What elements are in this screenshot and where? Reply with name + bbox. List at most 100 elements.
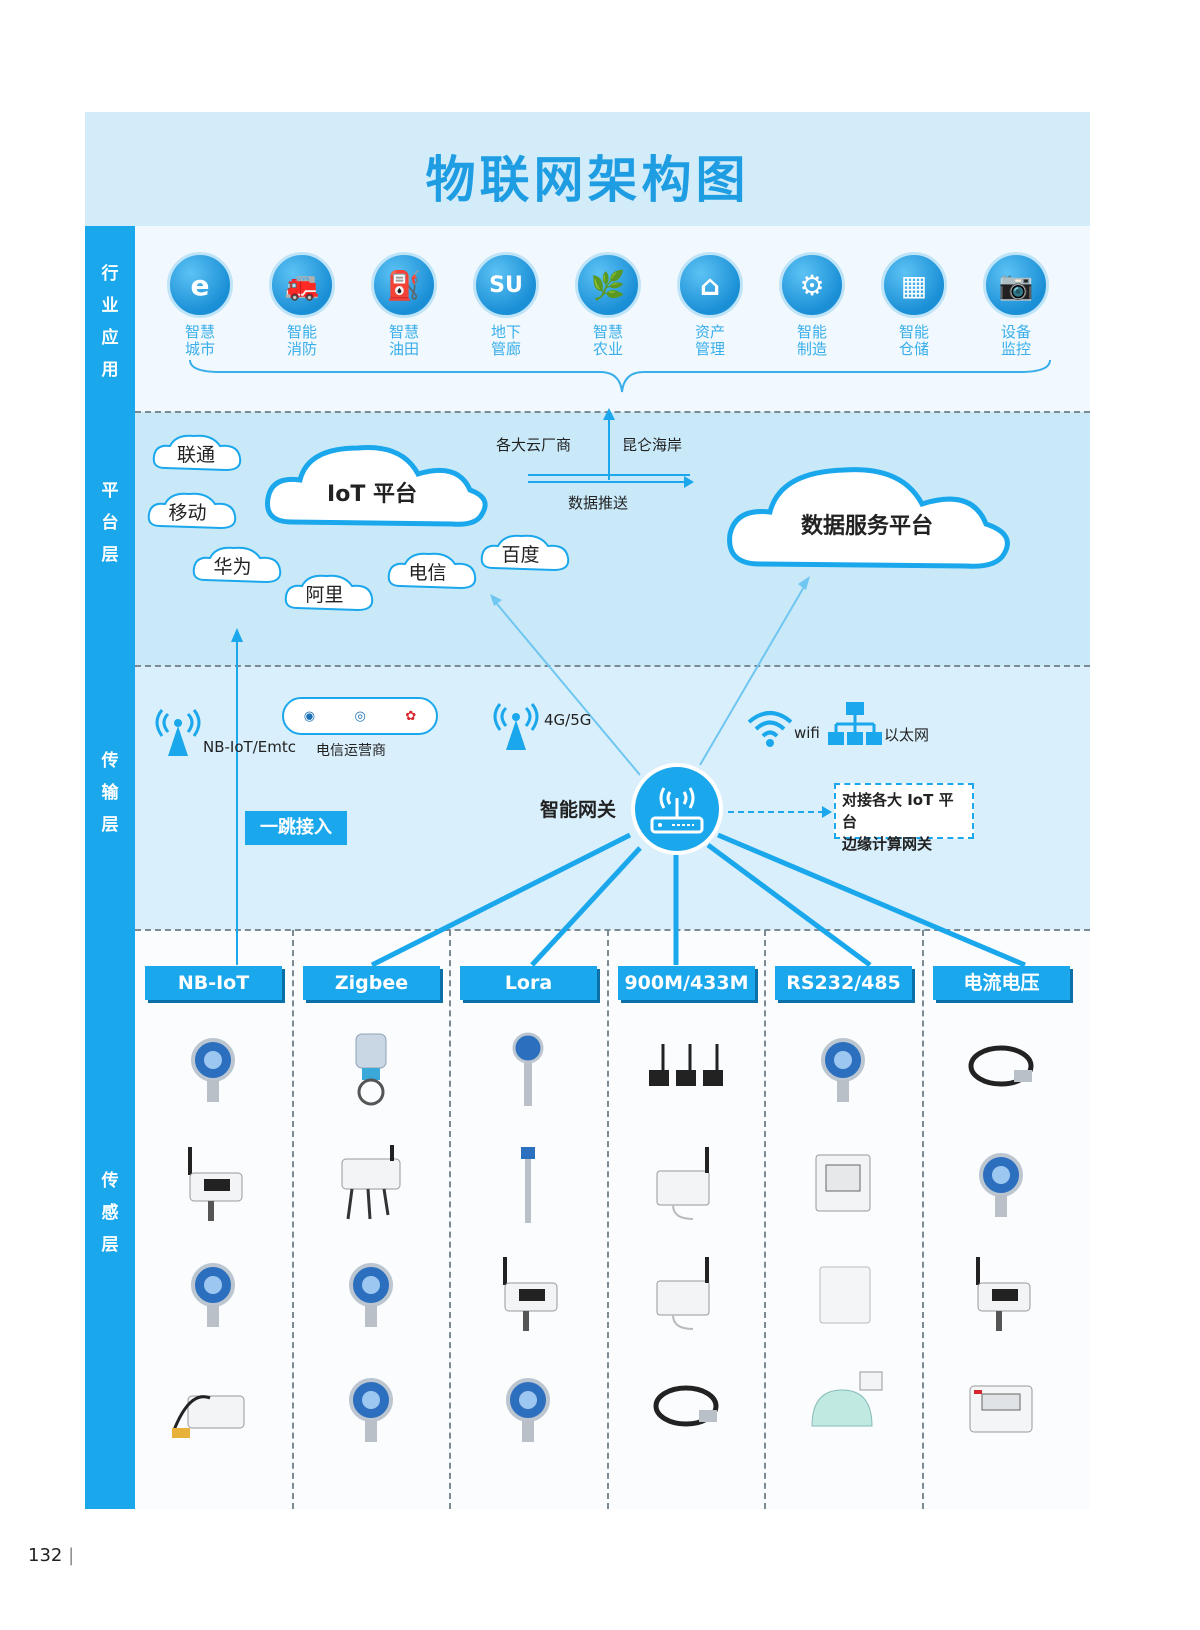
city-e-icon: e	[167, 252, 233, 318]
carrier-logos: ◉ ◎ ✿	[282, 697, 438, 735]
data-push-text: 数据推送	[568, 494, 629, 512]
camera-icon: 📷	[983, 252, 1049, 318]
sensor-device-pressure-tall	[485, 1030, 571, 1108]
sensor-device-box	[170, 1370, 256, 1448]
sensor-device-dome	[800, 1370, 886, 1448]
carrier-ali: 阿里	[305, 584, 344, 606]
china-unicom-logo-icon: ✿	[405, 708, 417, 724]
oil-derrick-icon: ⛽	[371, 252, 437, 318]
app-label-line1: 智能	[898, 323, 929, 341]
protocol-label-1: Zigbee	[303, 966, 440, 1000]
sensor-device-trio	[643, 1030, 729, 1108]
col-divider-3	[607, 930, 609, 1509]
sensor-device-pressure	[958, 1145, 1044, 1223]
data-service-label: 数据服务平台	[800, 514, 933, 539]
app-label-line1: 智能	[796, 323, 827, 341]
sensor-device-pressure	[485, 1370, 571, 1448]
sensing-section	[135, 930, 1090, 1509]
sensor-device-box-antenna	[643, 1145, 729, 1223]
app-item-6: ⚙ 智能制造	[767, 252, 857, 358]
edge-line2: 边缘计算网关	[842, 835, 933, 853]
ethernet-icon	[828, 702, 882, 745]
sensor-device-pressure	[800, 1030, 886, 1108]
cloud-data-service	[727, 467, 1010, 569]
app-item-7: ▦智能仓储	[869, 252, 959, 358]
col-divider-1	[292, 930, 294, 1509]
sensor-device-cable	[643, 1370, 729, 1448]
col-divider-4	[764, 930, 766, 1509]
diagram-title: 物联网架构图	[425, 151, 750, 209]
sensor-device-logger	[958, 1255, 1044, 1333]
app-label-line2: 监控	[1000, 340, 1031, 358]
pipe-gallery-icon: SU	[473, 252, 539, 318]
sensor-device-logger	[485, 1255, 571, 1333]
sensor-device-panel	[958, 1370, 1044, 1448]
one-hop-label: 一跳接入	[245, 811, 347, 845]
cloud-yidong	[147, 492, 237, 530]
house-yen-icon: ⌂	[677, 252, 743, 318]
apps-brace	[189, 359, 1051, 393]
app-label-line2: 管廊	[490, 340, 521, 358]
app-label-line1: 智能	[286, 323, 317, 341]
leaf-icon: 🌿	[575, 252, 641, 318]
app-item-2: ⛽智慧油田	[359, 252, 449, 358]
kunlun-text: 昆仑海岸	[622, 436, 683, 454]
app-label-line2: 城市	[184, 340, 215, 358]
sensor-device-logger	[170, 1145, 256, 1223]
carrier-yidong: 移动	[168, 502, 207, 524]
divider-transport-sensing	[135, 929, 1090, 931]
china-mobile-logo-icon: ◎	[354, 708, 366, 724]
carrier-baidu: 百度	[501, 544, 540, 566]
layer-label-sensing: 传 感 层	[101, 1171, 119, 1255]
app-label-line2: 管理	[694, 340, 725, 358]
protocol-label-0: NB-IoT	[145, 966, 282, 1000]
edge-gateway-box: 对接各大 IoT 平台 边缘计算网关	[834, 783, 974, 853]
4g5g-antenna-icon	[493, 703, 539, 750]
app-label-line1: 智慧	[388, 323, 419, 341]
sensor-device-white-box	[800, 1255, 886, 1333]
app-label-line1: 智慧	[592, 323, 623, 341]
sensor-device-box-antenna	[643, 1255, 729, 1333]
cloud-dianxin	[387, 552, 477, 590]
wifi-icon	[747, 711, 793, 747]
cloud-iot-platform	[265, 445, 488, 527]
carrier-huawei: 华为	[213, 556, 252, 578]
app-item-0: e 智慧城市	[155, 252, 245, 358]
layer-label-platform: 平 台 层	[101, 481, 119, 565]
layer-label-industry: 行 业 应 用	[101, 264, 119, 380]
app-item-5: ⌂ 资产管理	[665, 252, 755, 358]
protocol-label-5: 电流电压	[933, 966, 1070, 1000]
app-label-line2: 制造	[796, 340, 827, 358]
sensor-device-shield	[328, 1030, 414, 1108]
app-label-line2: 农业	[592, 340, 623, 358]
gateway-label: 智能网关	[540, 799, 617, 821]
protocol-label-2: Lora	[460, 966, 597, 1000]
app-label-line1: 智慧	[184, 323, 215, 341]
nbiot-emtc-text: NB-IoT/Emtc	[203, 738, 296, 756]
app-label-line1: 设备	[1000, 323, 1031, 341]
protocol-label-4: RS232/485	[775, 966, 912, 1000]
carrier-ops-text: 电信运营商	[316, 743, 386, 759]
protocol-label-3: 900M/433M	[618, 966, 755, 1000]
divider-platform-transport	[135, 665, 1090, 667]
manufacturing-icon: ⚙	[779, 252, 845, 318]
sensor-device-pressure	[170, 1255, 256, 1333]
col-divider-2	[449, 930, 451, 1509]
col-divider-5	[922, 930, 924, 1509]
smart-gateway-icon	[631, 763, 723, 855]
cloud-baidu	[480, 534, 570, 572]
sensor-device-pressure	[328, 1370, 414, 1448]
cloud-huawei	[192, 546, 282, 584]
app-item-1: 🚒智能消防	[257, 252, 347, 358]
page-number: 132 |	[28, 1545, 75, 1566]
app-label-line1: 资产	[694, 323, 725, 341]
app-label-line2: 仓储	[898, 340, 929, 358]
cloud-vendors-text: 各大云厂商	[496, 436, 572, 454]
divider-industry-platform	[135, 411, 1090, 413]
carrier-liantong: 联通	[176, 444, 215, 466]
wifi-text: wifi	[794, 724, 820, 742]
app-label-line2: 消防	[286, 340, 317, 358]
sensor-device-pressure	[328, 1255, 414, 1333]
